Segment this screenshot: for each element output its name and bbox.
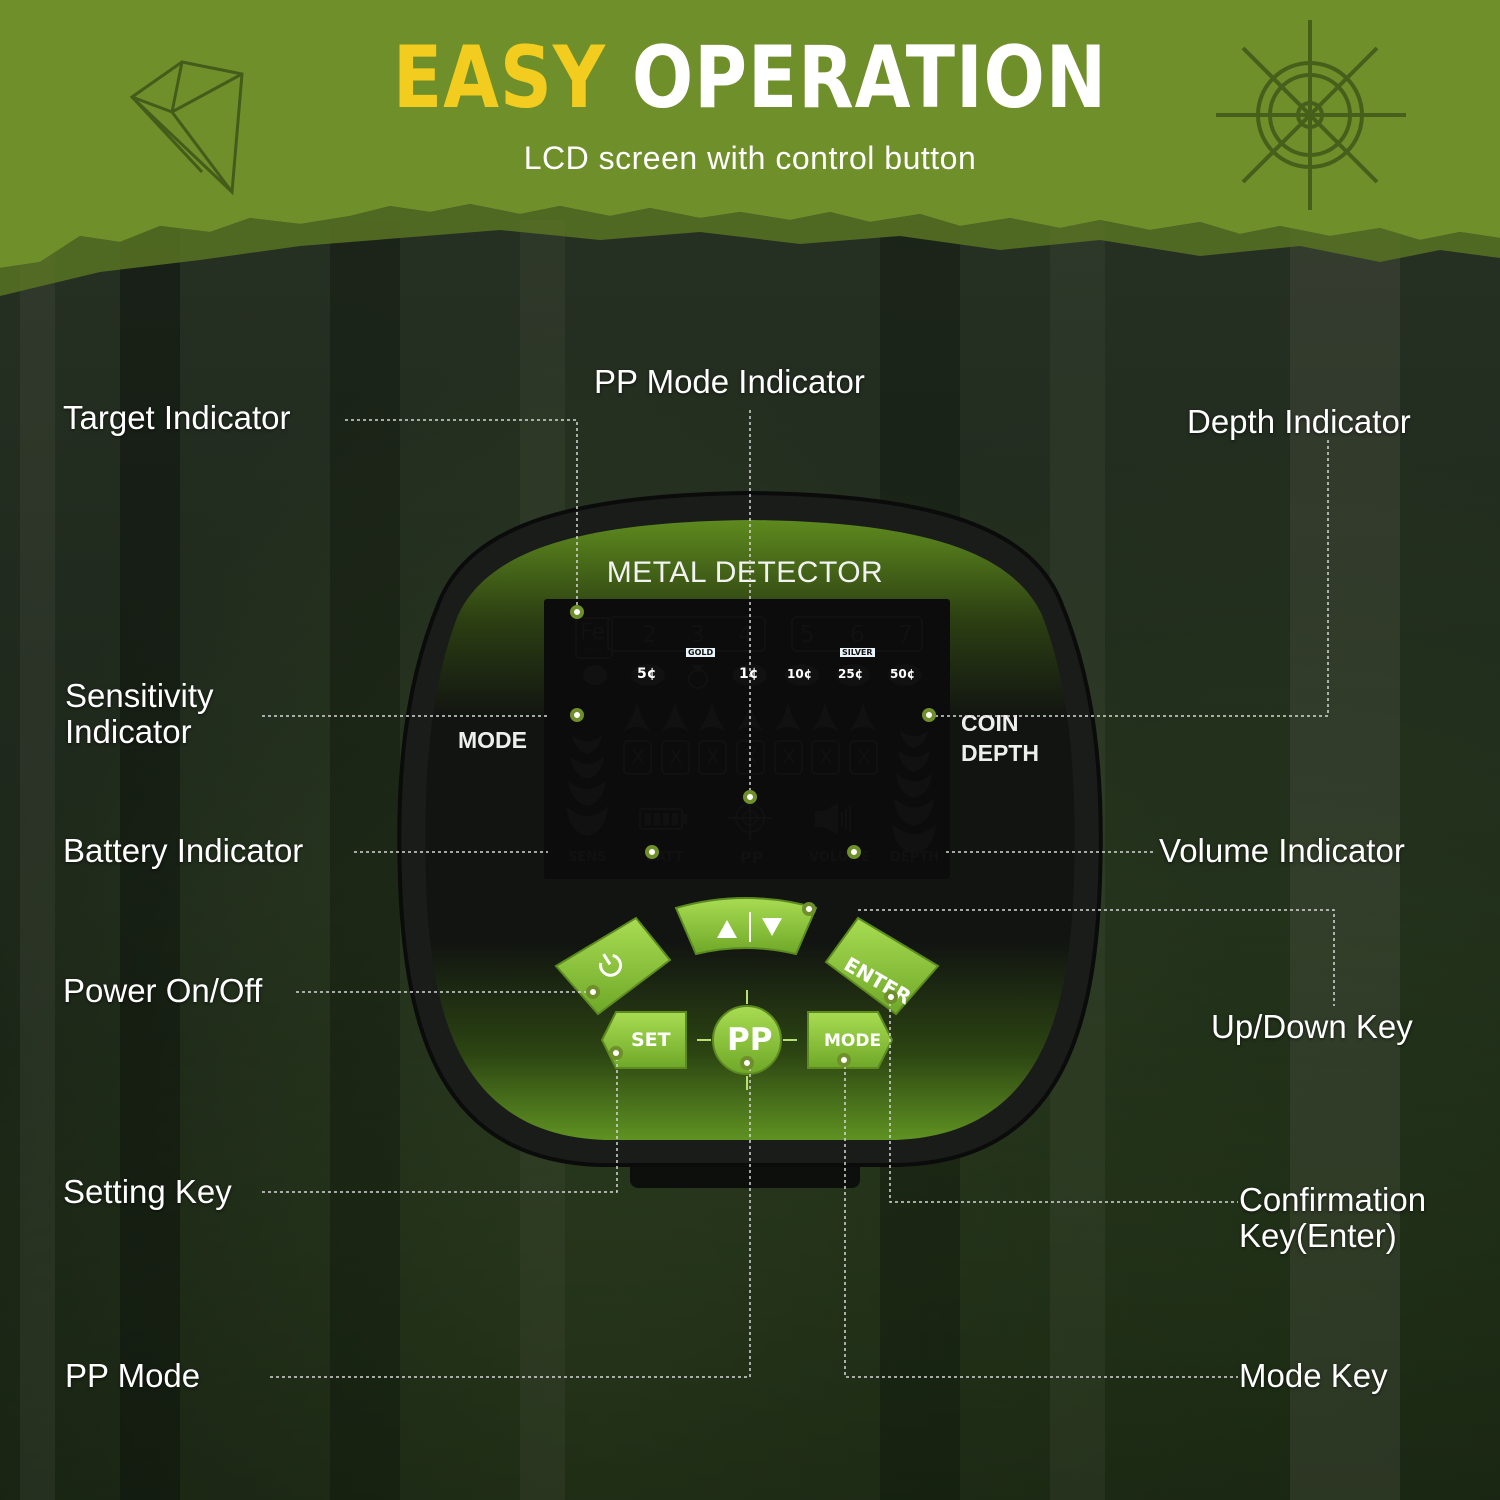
lcd-coin-label: 25¢: [838, 667, 864, 681]
lcd-coin-label: 10¢: [787, 667, 813, 681]
lcd-x-mark: X: [819, 745, 833, 769]
set-button: [600, 1011, 687, 1069]
callout-marker: [743, 790, 757, 804]
lcd-coin-label: 5¢: [637, 666, 657, 682]
callout-marker: [740, 1056, 754, 1070]
callout-marker: [802, 902, 816, 916]
label-volume-indicator: Volume Indicator: [1159, 832, 1405, 869]
lcd-x-mark: X: [669, 745, 683, 769]
mode-side-label: MODE: [458, 727, 527, 753]
lcd-gold-label: GOLD: [686, 648, 716, 657]
enter-button: [824, 916, 940, 1016]
lcd-x-mark: X: [631, 745, 645, 769]
lcd-fe-label: Fe: [580, 620, 605, 645]
page-title: EASY OPERATION: [120, 28, 1380, 128]
tree-trunk: [330, 220, 400, 1500]
lcd-iron-label: IRON: [584, 647, 602, 655]
callout-marker: [570, 708, 584, 722]
label-sensitivity-line1: Sensitivity: [65, 677, 214, 714]
tree-trunk: [20, 220, 55, 1500]
callout-marker: [586, 985, 600, 999]
callout-marker: [570, 605, 584, 619]
label-depth-indicator: Depth Indicator: [1187, 403, 1411, 440]
label-confirmation-line1: Confirmation: [1239, 1181, 1427, 1218]
pp-button-label[interactable]: PP: [727, 1022, 773, 1058]
up-down-button: [674, 897, 818, 956]
label-pp-mode: PP Mode: [65, 1357, 201, 1394]
mode-button: [807, 1011, 894, 1069]
label-battery-indicator: Battery Indicator: [63, 832, 304, 869]
label-up-down-key: Up/Down Key: [1211, 1008, 1413, 1045]
header-band: [0, 0, 1500, 296]
power-button: [554, 916, 672, 1016]
tree-trunk: [1290, 220, 1400, 1500]
lcd-digit: 6: [850, 622, 865, 648]
label-mode-key: Mode Key: [1239, 1357, 1388, 1394]
lcd-x-mark: X: [782, 745, 796, 769]
diamond-icon: [129, 60, 244, 196]
lcd-digit: 5: [800, 622, 815, 648]
lcd-coin-label: 50¢: [890, 667, 916, 681]
lcd-silver-label: SILVER: [840, 648, 875, 657]
lcd-digit: 7: [898, 622, 913, 648]
tree-trunk: [120, 220, 180, 1500]
depth-side-label: DEPTH: [961, 740, 1039, 766]
ships-wheel-icon: [1216, 20, 1406, 210]
ring-icon: [688, 665, 708, 689]
speaker-icon: [815, 803, 851, 835]
page-subtitle: LCD screen with control button: [523, 140, 977, 176]
lcd-x-mark: X: [857, 745, 871, 769]
label-confirmation-line2: Key(Enter): [1239, 1217, 1397, 1254]
label-target-indicator: Target Indicator: [63, 399, 291, 436]
coin-side-label: COIN: [961, 710, 1019, 736]
device-title: METAL DETECTOR: [606, 556, 884, 589]
lcd-depth-label: DEPTH: [890, 850, 939, 865]
lcd-digit: 3: [690, 622, 705, 648]
set-button-label[interactable]: SET: [631, 1029, 671, 1051]
callout-marker: [837, 1053, 851, 1067]
label-pp-mode-indicator: PP Mode Indicator: [594, 363, 865, 400]
lcd-coin-label: 1¢: [739, 666, 759, 682]
pp-button: [712, 1005, 782, 1075]
callout-marker: [922, 708, 936, 722]
callout-marker: [645, 845, 659, 859]
callout-marker: [609, 1046, 623, 1060]
title-word-operation: OPERATION: [631, 28, 1108, 128]
up-arrow-icon: [717, 920, 737, 938]
battery-icon: [639, 808, 687, 830]
down-arrow-icon: [762, 918, 782, 936]
label-setting-key: Setting Key: [63, 1173, 232, 1210]
lcd-x-mark: X: [744, 745, 758, 769]
lcd-pp-label: PP: [740, 848, 764, 867]
title-word-easy: EASY: [392, 28, 606, 128]
label-sensitivity-line2: Indicator: [65, 713, 192, 750]
label-power-on-off: Power On/Off: [63, 972, 263, 1009]
lcd-digit: 2: [642, 622, 657, 648]
callout-marker: [884, 990, 898, 1004]
callout-marker: [847, 845, 861, 859]
lcd-x-mark: X: [706, 745, 720, 769]
lcd-digit: 4: [738, 622, 753, 648]
power-icon: [599, 953, 623, 977]
lcd-sens-label: SENS: [568, 850, 607, 865]
mode-button-label[interactable]: MODE: [824, 1031, 882, 1051]
